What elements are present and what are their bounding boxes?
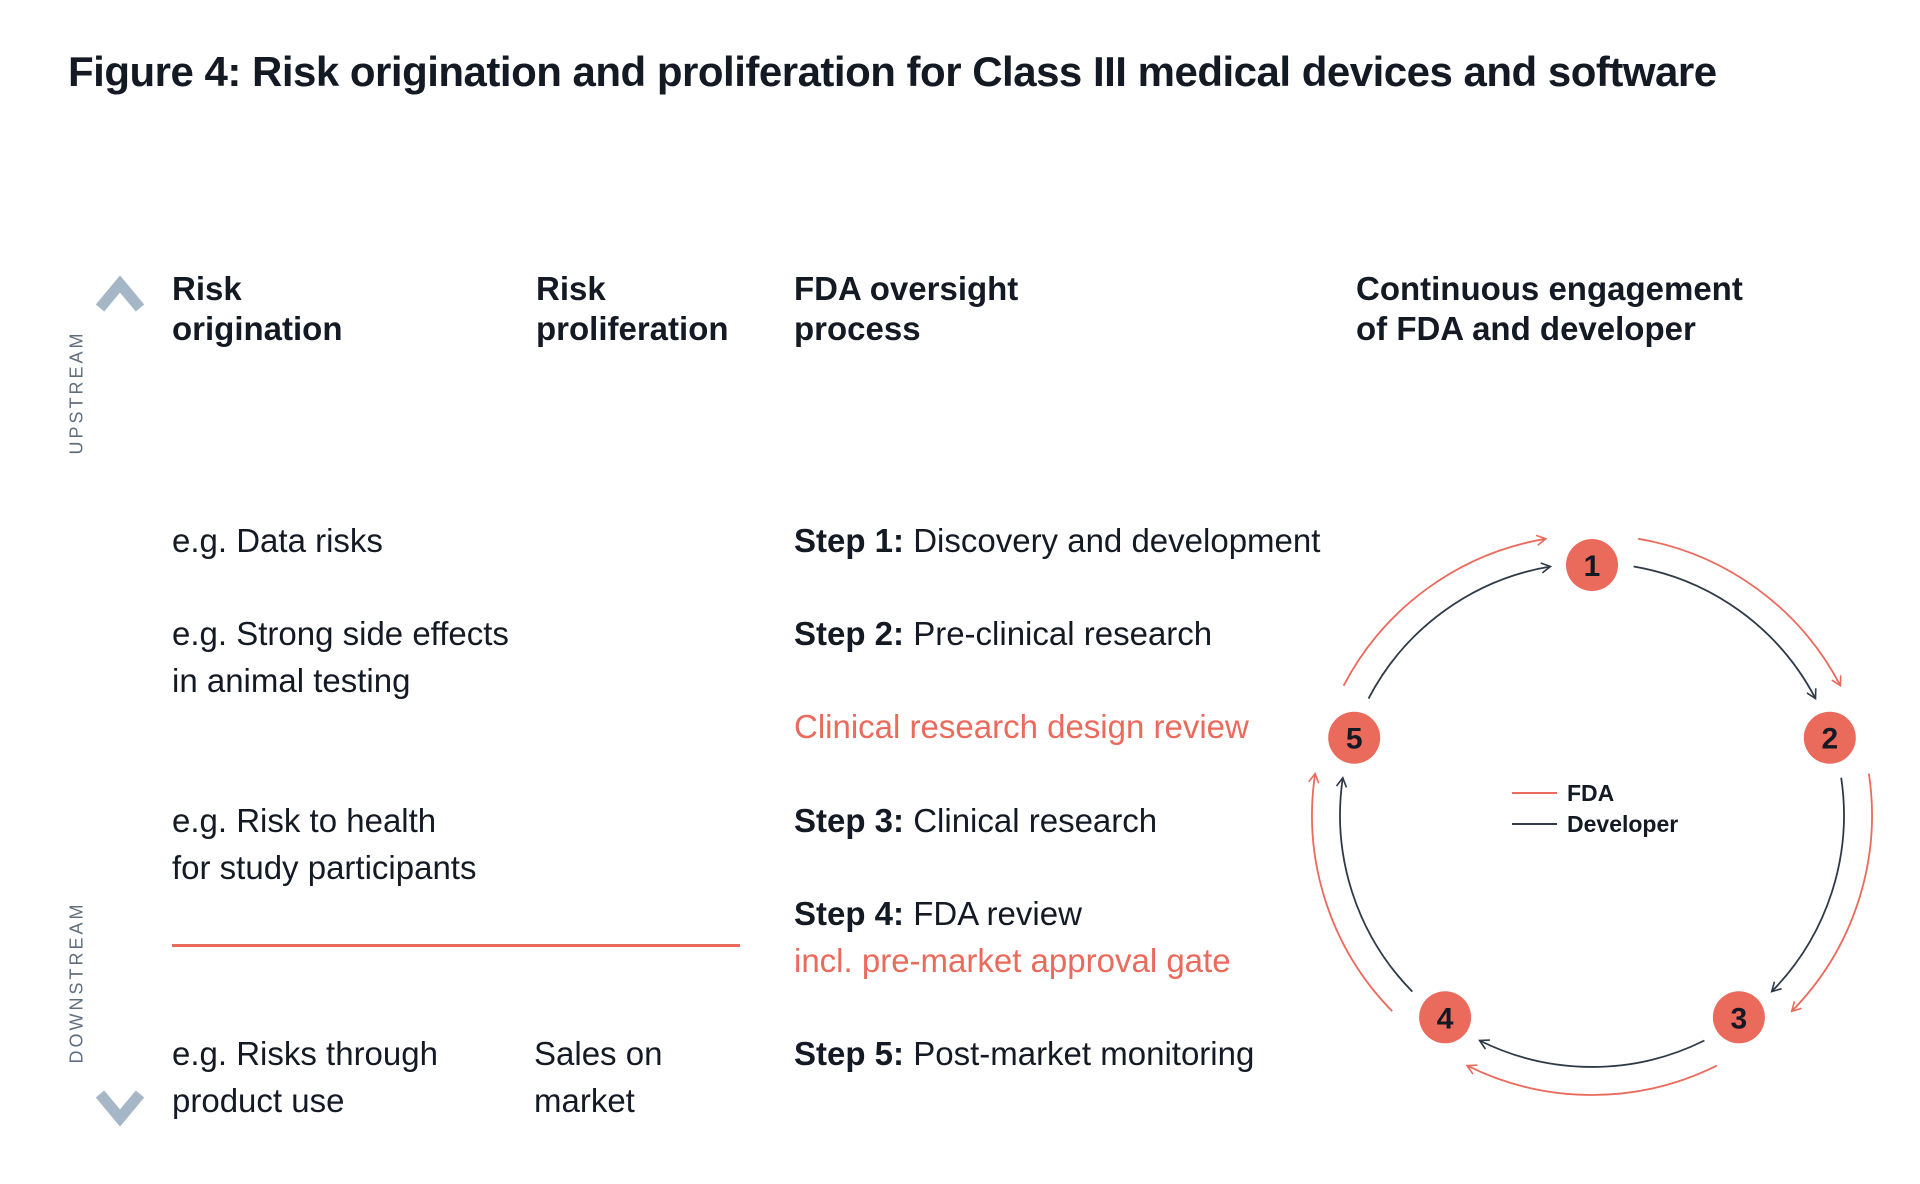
step-note: incl. pre-market approval gate <box>794 942 1231 979</box>
header-line: Risk <box>536 270 606 307</box>
header-line: origination <box>172 310 343 347</box>
cycle-legend: FDA Developer <box>1512 780 1678 837</box>
developer-arc <box>1478 1039 1705 1068</box>
cycle-node-label: 2 <box>1821 723 1838 756</box>
header-line: Risk <box>172 270 242 307</box>
header-line: process <box>794 310 921 347</box>
cell-line: e.g. Data risks <box>172 522 383 559</box>
legend-developer-label: Developer <box>1567 811 1678 837</box>
cycle-node-circle <box>1419 991 1472 1044</box>
step-label: Step 2: <box>794 615 905 652</box>
step-label: Step 5: <box>794 1035 905 1072</box>
developer-arc <box>1770 777 1845 993</box>
fda-arc <box>1790 773 1873 1013</box>
cycle-node-circle <box>1328 711 1381 764</box>
step-4: Step 4: FDA review incl. pre-market appr… <box>794 890 1231 984</box>
fda-arc <box>1465 1064 1718 1096</box>
step-text: FDA review <box>913 895 1082 932</box>
header-continuous-engagement: Continuous engagement of FDA and develop… <box>1356 269 1743 349</box>
header-line: of FDA and developer <box>1356 310 1696 347</box>
fda-arcs <box>1308 534 1873 1096</box>
step-2: Step 2: Pre-clinical research <box>794 610 1212 657</box>
header-line: Continuous engagement <box>1356 270 1743 307</box>
step-label: Step 4: <box>794 895 905 932</box>
cell-line: in animal testing <box>172 662 411 699</box>
cycle-node-label: 5 <box>1346 723 1363 756</box>
upstream-downstream-arrow <box>95 275 145 1127</box>
market-divider-line <box>172 944 740 947</box>
header-risk-origination: Risk origination <box>172 269 342 349</box>
header-risk-proliferation: Risk proliferation <box>536 269 729 349</box>
risk-proliferation-row: Sales on market <box>534 1030 662 1124</box>
header-line: proliferation <box>536 310 729 347</box>
cell-line: market <box>534 1082 635 1119</box>
step-label: Step 3: <box>794 802 905 839</box>
risk-origination-row: e.g. Strong side effects in animal testi… <box>172 610 509 704</box>
cycle-node-label: 4 <box>1437 1002 1454 1035</box>
step-text: Discovery and development <box>913 522 1321 559</box>
clinical-research-design-review: Clinical research design review <box>794 708 1249 745</box>
upstream-label: UPSTREAM <box>66 330 87 455</box>
figure-title: Figure 4: Risk origination and prolifera… <box>68 48 1717 95</box>
risk-origination-row: e.g. Data risks <box>172 517 383 564</box>
cycle-node-circle <box>1712 991 1765 1044</box>
step-text: Pre-clinical research <box>913 615 1213 652</box>
risk-origination-row: e.g. Risk to health for study participan… <box>172 797 476 891</box>
fda-arc <box>1342 534 1548 687</box>
developer-arc <box>1367 562 1553 700</box>
cycle-node-circle <box>1566 539 1618 591</box>
risk-origination-row: e.g. Risks through product use <box>172 1030 438 1124</box>
step-label: Step 1: <box>794 522 905 559</box>
downstream-label: DOWNSTREAM <box>66 901 87 1064</box>
developer-arc <box>1335 776 1413 993</box>
cell-line: Sales on <box>534 1035 663 1072</box>
cell-line: e.g. Risk to health <box>172 802 437 839</box>
cycle-node-label: 1 <box>1584 550 1601 583</box>
cell-line: e.g. Strong side effects <box>172 615 509 652</box>
step-5: Step 5: Post-market monitoring <box>794 1030 1254 1077</box>
cycle-node-label: 3 <box>1731 1002 1748 1035</box>
engagement-cycle-diagram: 1 2 3 4 5 FDA Developer <box>1308 534 1873 1096</box>
step-text: Clinical research <box>913 802 1158 839</box>
developer-arcs <box>1335 562 1845 1068</box>
cycle-nodes: 1 2 3 4 5 <box>1328 539 1856 1044</box>
step-1: Step 1: Discovery and development <box>794 517 1320 564</box>
cycle-node-circle <box>1803 711 1856 764</box>
cell-line: e.g. Risks through <box>172 1035 438 1072</box>
header-line: FDA oversight <box>794 270 1019 307</box>
fda-arc <box>1308 771 1393 1012</box>
header-fda-oversight: FDA oversight process <box>794 269 1018 349</box>
developer-arc <box>1633 565 1817 701</box>
cell-line: for study participants <box>172 849 477 886</box>
legend-fda-label: FDA <box>1567 780 1614 806</box>
cell-line: product use <box>172 1082 345 1119</box>
step-text: Post-market monitoring <box>913 1035 1255 1072</box>
fda-arc <box>1638 537 1842 688</box>
step-3: Step 3: Clinical research <box>794 797 1157 844</box>
